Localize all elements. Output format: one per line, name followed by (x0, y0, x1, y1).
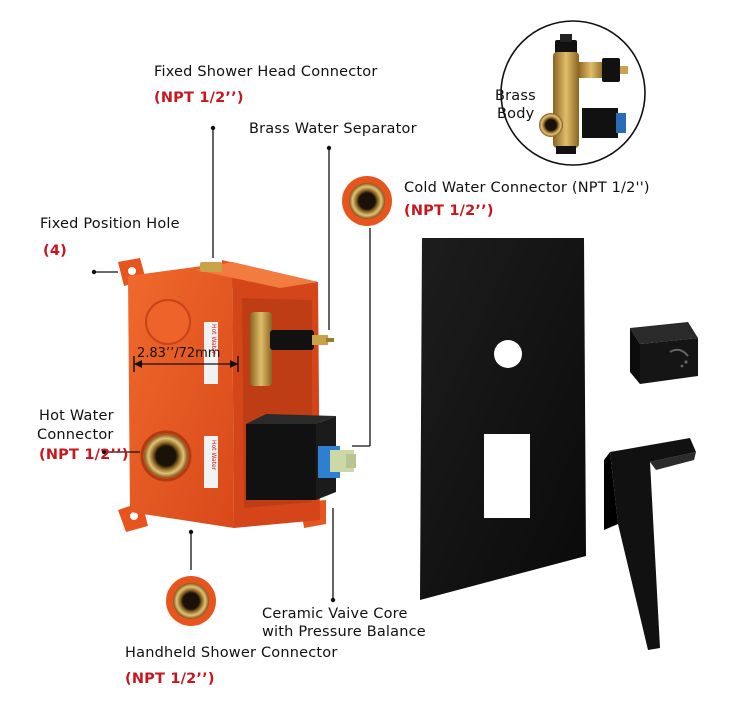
dimension-label: 2.83’’/72mm (137, 346, 221, 361)
valve-rough-in-box (118, 258, 356, 532)
cold-water-label: Cold Water Connector (NPT 1/2'') (404, 180, 650, 196)
sticker-bottom-text: Hot Water (210, 440, 217, 471)
brass-body-inset (500, 20, 646, 166)
cold-water-connector-ring (342, 176, 392, 226)
fixed-hole-label: Fixed Position Hole (40, 216, 180, 232)
trim-plate (420, 238, 586, 600)
fixed-shower-head-npt: (NPT 1/2’’) (154, 90, 244, 106)
hot-water-npt: (NPT 1/2’’) (39, 447, 129, 463)
cold-water-npt: (NPT 1/2’’) (404, 203, 494, 219)
fixed-hole-count: (4) (43, 243, 67, 259)
lever-handle (604, 438, 696, 650)
brass-body-label-2: Body (497, 106, 535, 122)
brass-separator-label: Brass Water Separator (249, 121, 417, 137)
hot-water-label-1: Hot Water (39, 408, 114, 424)
leader-lines (94, 128, 371, 600)
sticker-top-text: Hot Water (210, 324, 217, 355)
handheld-label: Handheld Shower Connector (125, 645, 338, 661)
leader-dots (91, 125, 336, 603)
hot-water-label-2: Connector (37, 427, 114, 443)
handheld-npt: (NPT 1/2’’) (125, 671, 215, 687)
ceramic-core-label-1: Ceramic Vaive Core (262, 606, 408, 622)
handle-cap (630, 322, 698, 384)
ceramic-core-label-2: with Pressure Balance (262, 624, 426, 640)
brass-body-label-1: Brass (495, 88, 536, 104)
handheld-connector-ring (166, 576, 216, 626)
dimension-marker (133, 356, 239, 372)
fixed-shower-head-label: Fixed Shower Head Connector (154, 64, 378, 80)
